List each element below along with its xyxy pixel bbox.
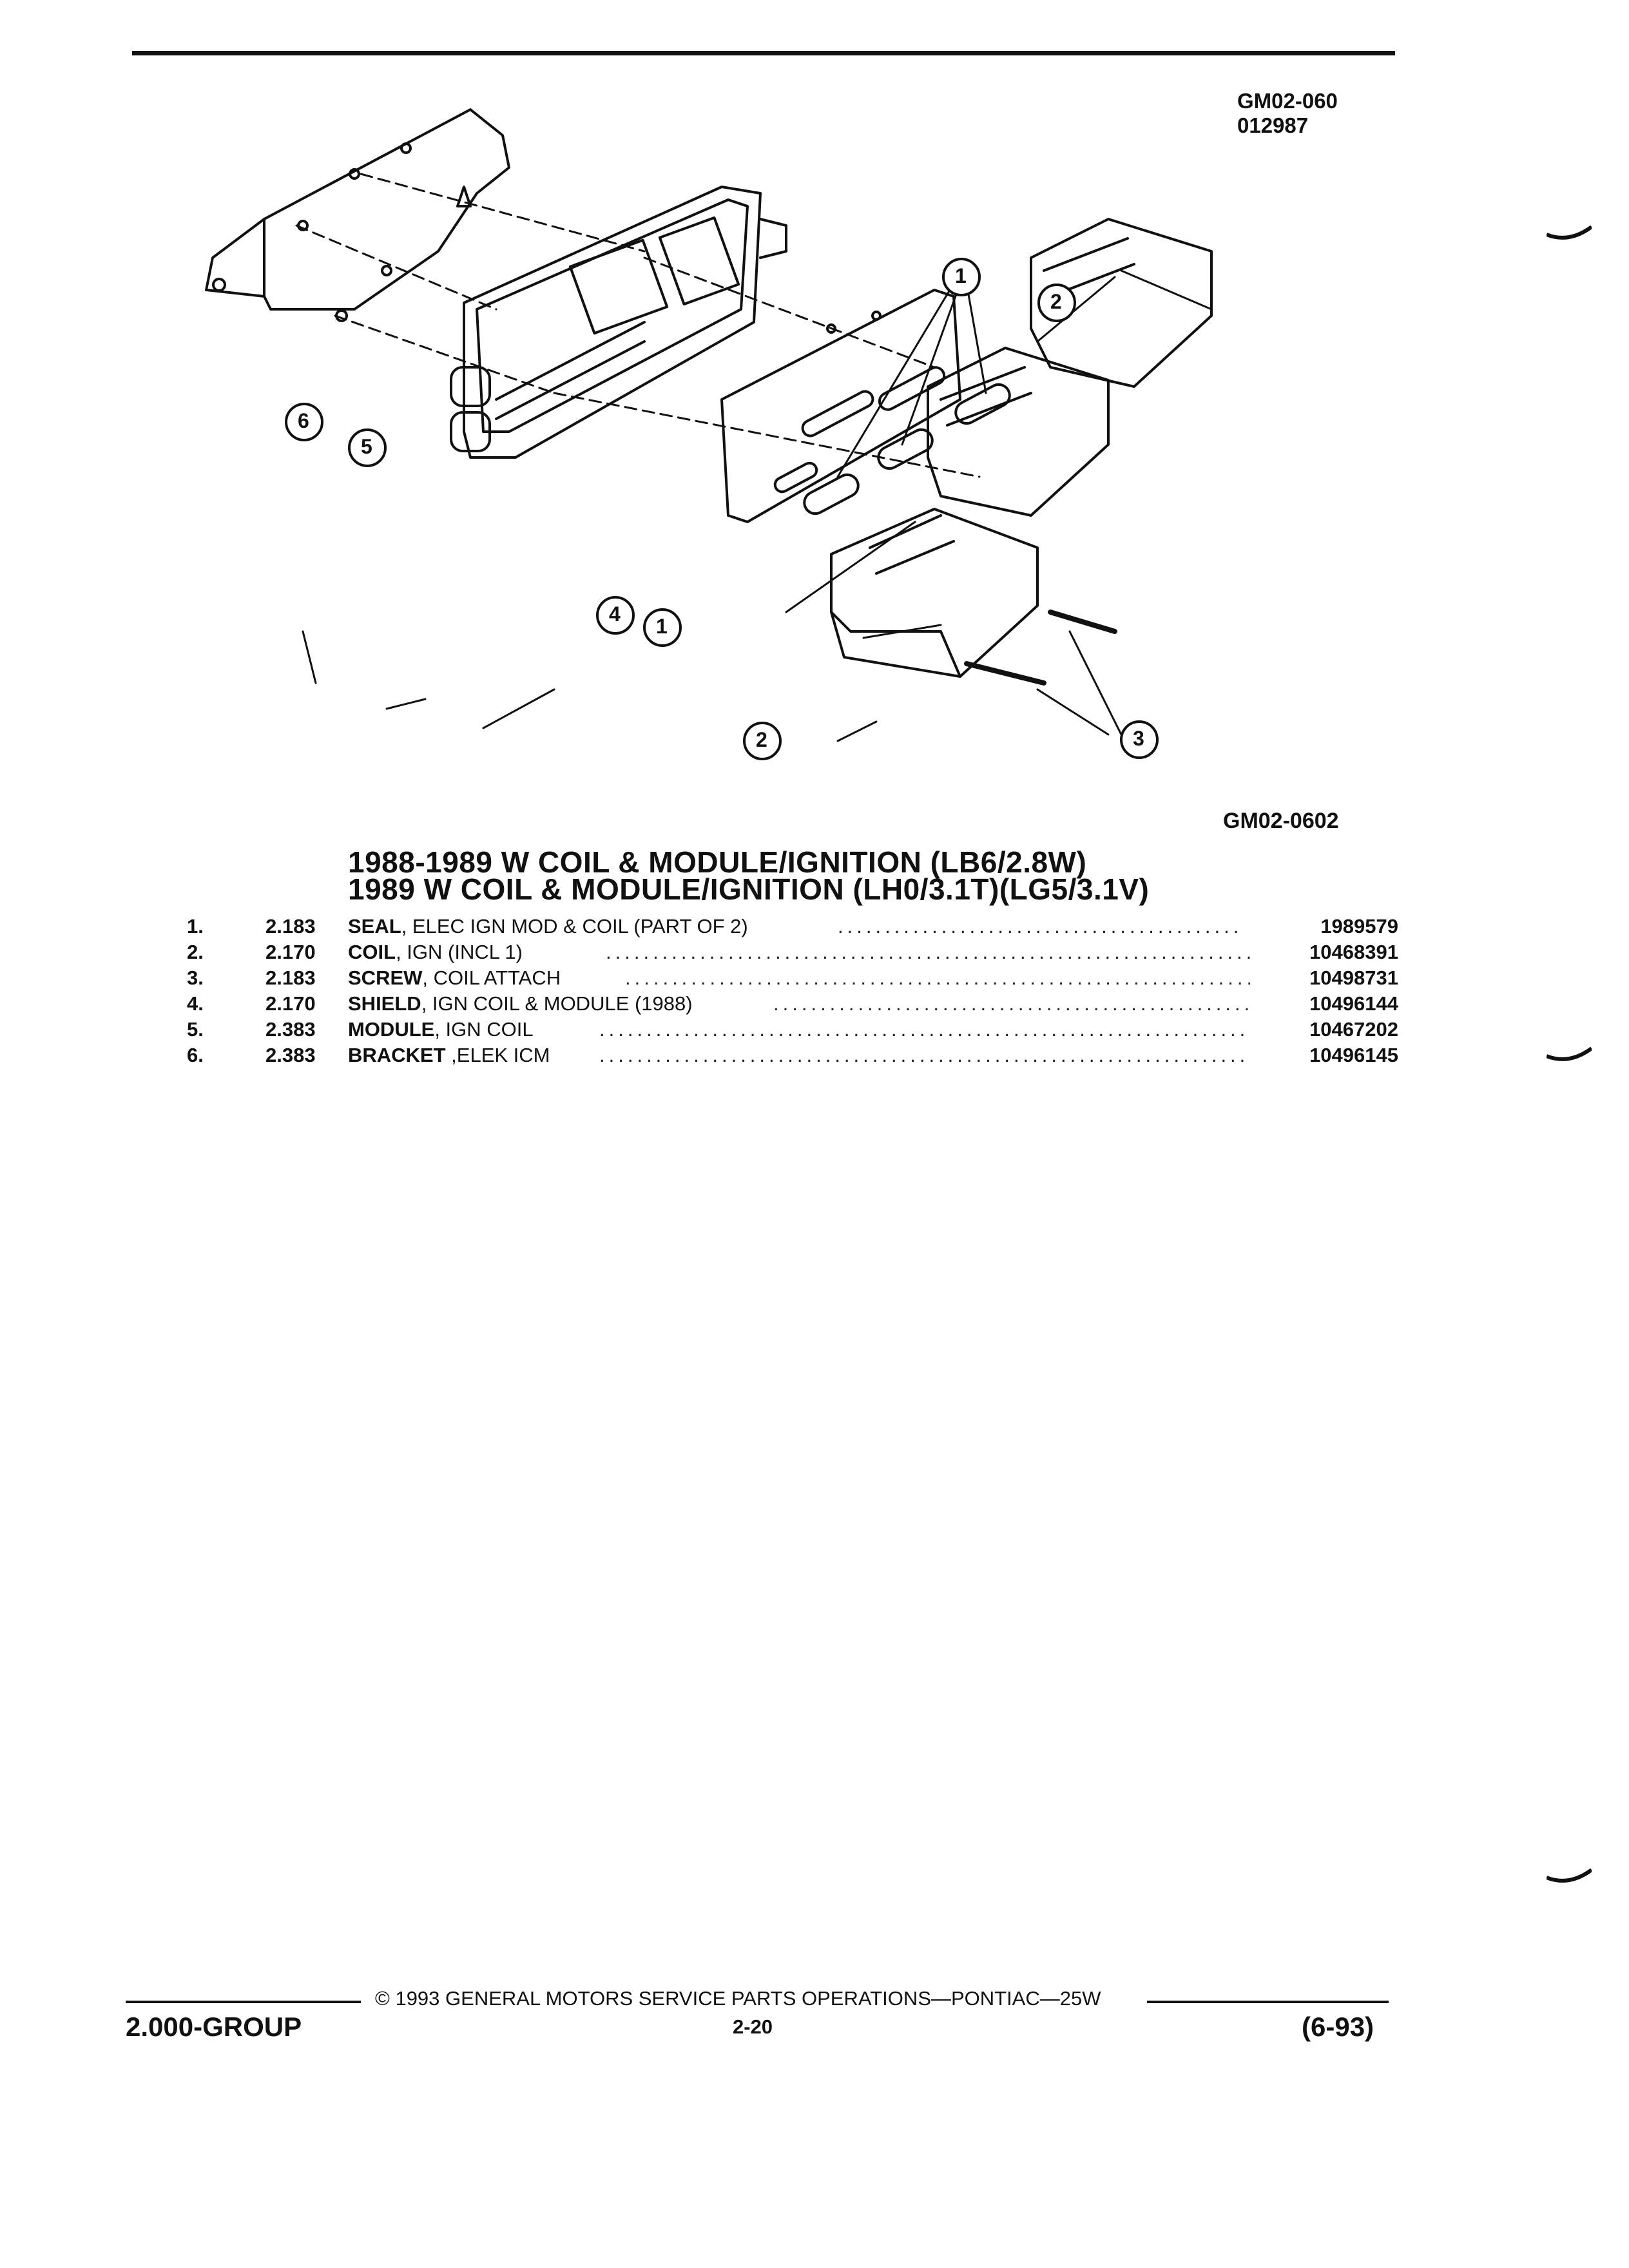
binding-mark [1547,226,1592,240]
header-code: GM02-060 [1237,89,1338,113]
part-name: SEAL [348,915,401,937]
callout-1 [643,608,682,647]
item-number: 4. [187,992,204,1015]
callout-label: 1 [656,615,668,638]
figure-code: GM02-0602 [1223,809,1339,833]
callout-label: 1 [955,264,967,287]
part-number: 10468391 [1309,941,1398,963]
dot-leader: ........................................… [773,992,1250,1015]
binding-mark [1547,1869,1592,1883]
part-description: SCREW, COIL ATTACH [348,965,561,991]
footer-rule-right [1147,2001,1389,2003]
callout-label: 4 [609,602,621,626]
parts-row: 6. 2.383 BRACKET ,ELEK ICM .............… [187,1043,1398,1068]
coil-middle [927,347,1110,517]
footer-copyright: © 1993 GENERAL MOTORS SERVICE PARTS OPER… [375,1987,1101,2010]
part-name: SHIELD [348,992,421,1015]
parts-row: 5. 2.383 MODULE, IGN COIL ..............… [187,1017,1398,1043]
part-name: COIL [348,941,396,963]
part-description: MODULE, IGN COIL [348,1017,534,1043]
binding-mark [1547,1047,1592,1061]
part-detail: , IGN (INCL 1) [396,941,523,963]
callout-1 [942,258,981,296]
item-number: 1. [187,915,204,937]
group-number: 2.383 [265,1018,316,1041]
part-name: BRACKET [348,1044,446,1066]
group-number: 2.183 [265,966,316,989]
callout-2 [743,722,782,760]
item-number: 3. [187,966,204,989]
part-number: 10467202 [1309,1018,1398,1041]
callout-5 [348,428,387,467]
callout-label: 5 [361,435,372,458]
page-number: 2-20 [733,2015,773,2038]
part-description: BRACKET ,ELEK ICM [348,1043,550,1068]
part-detail: ,ELEK ICM [445,1044,550,1066]
callout-2 [1037,284,1076,322]
callout-6 [285,403,323,441]
footer-group: 2.000-GROUP [126,2012,302,2042]
callout-label: 2 [756,728,767,751]
part-detail: , COIL ATTACH [422,966,561,989]
callout-4 [596,596,635,635]
callout-3 [1120,720,1159,759]
parts-list: 1. 2.183 SEAL, ELEC IGN MOD & COIL (PART… [187,914,1398,1068]
item-number: 6. [187,1044,204,1066]
part-name: MODULE [348,1018,435,1041]
dot-leader: ........................................… [625,966,1250,989]
footer-date: (6-93) [1302,2012,1374,2042]
part-detail: , ELEC IGN MOD & COIL (PART OF 2) [401,915,748,937]
callout-label: 2 [1050,290,1062,313]
parts-row: 3. 2.183 SCREW, COIL ATTACH ............… [187,965,1398,991]
footer-rule-left [126,2001,361,2003]
parts-row: 1. 2.183 SEAL, ELEC IGN MOD & COIL (PART… [187,914,1398,939]
part-name: SCREW [348,966,423,989]
item-number: 5. [187,1018,204,1041]
dot-leader: ........................................… [599,1044,1250,1066]
section-title-1: 1988-1989 W COIL & MODULE/IGNITION (LB6/… [348,845,1087,879]
top-rule [132,51,1395,55]
dot-leader: ........................................… [838,915,1244,937]
part-description: SHIELD, IGN COIL & MODULE (1988) [348,991,693,1017]
part-detail: , IGN COIL & MODULE (1988) [421,992,693,1015]
part-number: 10496144 [1309,992,1398,1015]
part-description: COIL, IGN (INCL 1) [348,939,523,965]
dot-leader: ........................................… [606,941,1250,963]
exploded-parts-diagram [205,108,1213,742]
part-number: 10498731 [1309,966,1398,989]
coil-front [830,508,1117,686]
callout-label: 6 [298,409,309,432]
callout-label: 3 [1133,727,1144,750]
section-title-2: 1989 W COIL & MODULE/IGNITION (LH0/3.1T)… [348,872,1150,906]
part-detail: , IGN COIL [434,1018,534,1041]
dot-leader: ........................................… [599,1018,1250,1041]
group-number: 2.383 [265,1044,316,1066]
item-number: 2. [187,941,204,963]
seals [803,383,1011,515]
group-number: 2.170 [265,941,316,963]
coil-shield [720,289,961,523]
group-number: 2.183 [265,915,316,937]
part-number: 1989579 [1320,915,1398,937]
group-number: 2.170 [265,992,316,1015]
header-date-code: 012987 [1237,113,1309,137]
parts-row: 4. 2.170 SHIELD, IGN COIL & MODULE (1988… [187,991,1398,1017]
part-description: SEAL, ELEC IGN MOD & COIL (PART OF 2) [348,914,748,939]
part-number: 10496145 [1309,1044,1398,1066]
ignition-module [450,186,787,459]
parts-row: 2. 2.170 COIL, IGN (INCL 1) ............… [187,939,1398,965]
